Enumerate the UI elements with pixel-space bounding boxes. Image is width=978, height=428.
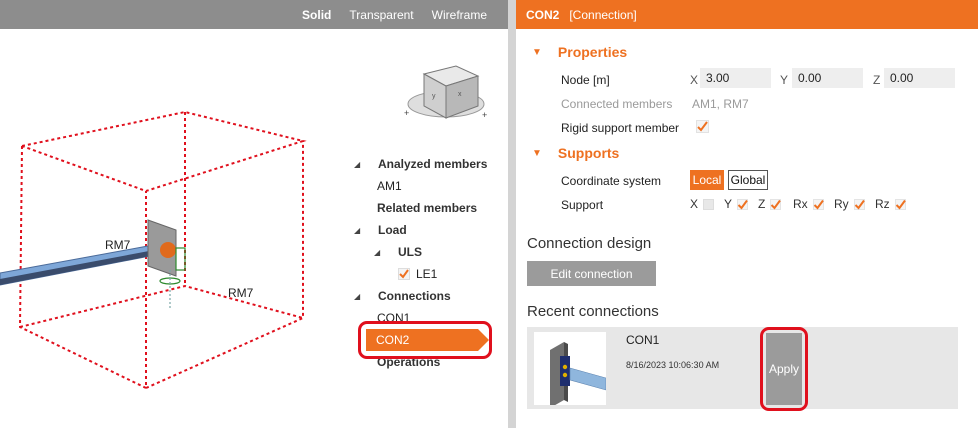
rigid-support-label: Rigid support member [561,121,680,135]
3d-viewport[interactable]: Solid Transparent Wireframe RM7 RM7 [0,0,508,428]
node-z-label: Z [873,73,881,87]
properties-panel: CON2 [Connection] ▼ Properties Node [m] … [516,0,978,428]
node-y-label: Y [780,73,789,87]
collapse-triangle-icon[interactable]: ▼ [532,46,542,58]
support-z[interactable]: Z [758,197,782,211]
connected-members-label: Connected members [561,97,673,111]
collapse-triangle-icon[interactable]: ◢ [354,225,361,235]
tree-node-related-members[interactable]: Related members [377,201,478,215]
tree-node-load[interactable]: ◢ Load [354,223,407,237]
section-supports[interactable]: ▼ Supports [532,145,620,161]
member-label-rm7-right: RM7 [228,286,254,300]
checkbox-checked-icon[interactable] [894,198,906,210]
tree-item-am1[interactable]: AM1 [377,179,402,193]
highlight-ring [760,327,808,411]
view-mode-toolbar: Solid Transparent Wireframe [0,0,508,29]
svg-text:x: x [458,91,462,98]
recent-connection-card[interactable]: CON1 8/16/2023 10:06:30 AM Apply [527,327,958,411]
connected-members-value: AM1, RM7 [692,97,749,111]
coordinate-global-button[interactable]: Global [728,170,768,190]
recent-connection-date: 8/16/2023 10:06:30 AM [626,360,720,370]
support-symbol [159,247,186,308]
3d-scene[interactable]: RM7 RM7 y x + + [0,29,508,428]
connection-thumbnail [534,332,606,405]
rigid-support-checkbox[interactable] [696,120,709,133]
node-x-input[interactable]: 3.00 [700,68,771,88]
recent-connections-title: Recent connections [527,303,659,320]
recent-connection-name: CON1 [626,333,660,347]
view-mode-solid[interactable]: Solid [302,7,332,22]
node-marker [160,242,176,258]
svg-text:y: y [432,93,436,100]
tree-node-uls[interactable]: ◢ ULS [374,245,422,259]
support-rz[interactable]: Rz [875,197,906,211]
selection-arrow-shape [366,329,489,351]
collapse-triangle-icon[interactable]: ◢ [354,159,361,169]
tree-node-analyzed-members[interactable]: ◢ Analyzed members [354,157,488,171]
tree-node-connections[interactable]: ◢ Connections [354,289,451,303]
checkbox-checked-icon[interactable] [770,198,782,210]
checkbox-checked-icon[interactable] [812,198,824,210]
svg-text:+: + [482,110,487,120]
support-label: Support [561,198,604,212]
apply-button[interactable]: Apply [766,333,802,405]
tree-item-con2-selected[interactable]: CON2 [358,321,492,359]
support-ry[interactable]: Ry [834,197,865,211]
support-rx[interactable]: Rx [793,197,824,211]
checkbox-checked-icon[interactable] [853,198,865,210]
node-y-input[interactable]: 0.00 [792,68,863,88]
node-x-label: X [690,73,699,87]
svg-text:+: + [404,108,409,118]
panel-header: CON2 [Connection] [516,0,978,29]
node-label: Node [m] [561,73,610,87]
highlight-ring [358,321,492,359]
panel-splitter[interactable] [508,0,516,428]
panel-header-type: [Connection] [569,7,637,22]
support-x[interactable]: X [690,197,715,211]
node-z-input[interactable]: 0.00 [884,68,955,88]
member-label-rm7-left: RM7 [105,238,131,252]
panel-header-id: CON2 [526,7,560,22]
model-tree: ◢ Analyzed members AM1 Related members ◢… [354,153,504,373]
collapse-triangle-icon[interactable]: ◢ [354,291,361,301]
coordinate-system-label: Coordinate system [561,174,662,188]
edit-connection-button[interactable]: Edit connection [527,261,656,286]
connection-design-title: Connection design [527,235,652,252]
collapse-triangle-icon[interactable]: ◢ [374,247,381,257]
checkbox-checked-icon[interactable] [737,198,749,210]
tree-item-le1[interactable]: LE1 [354,263,504,285]
section-properties[interactable]: ▼ Properties [532,44,628,60]
view-mode-wireframe[interactable]: Wireframe [431,7,487,22]
view-mode-transparent[interactable]: Transparent [349,7,414,22]
collapse-triangle-icon[interactable]: ▼ [532,147,542,159]
coordinate-local-button[interactable]: Local [690,170,724,190]
view-cube: y x + + [404,65,487,120]
checkbox-unchecked-icon[interactable] [703,198,715,210]
support-y[interactable]: Y [724,197,749,211]
checkbox-checked-icon[interactable] [398,268,410,280]
